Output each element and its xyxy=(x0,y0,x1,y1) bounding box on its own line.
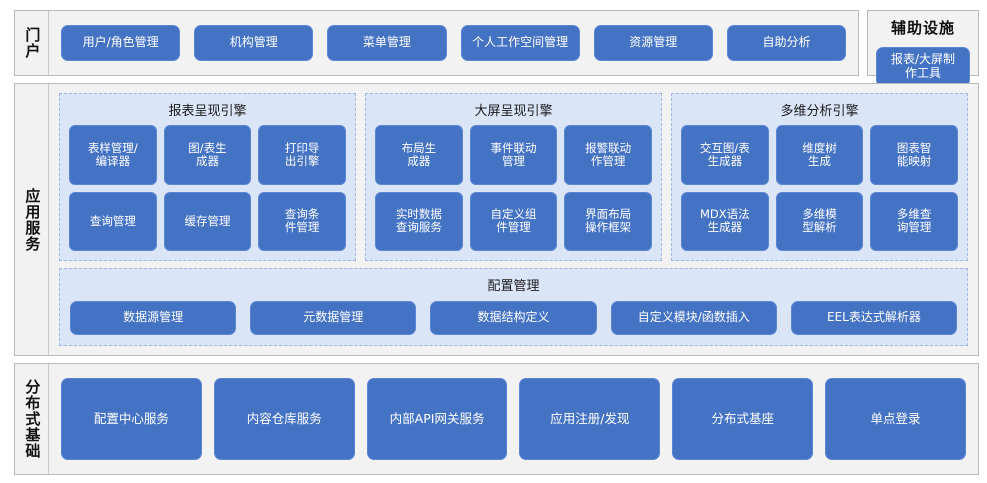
engines-row: 报表呈现引擎 表样管理/ 编译器 图/表生 成器 打印导 出引擎 查询管理 缓存… xyxy=(59,93,968,261)
engine-item-multidim-model-parser[interactable]: 多维模 型解析 xyxy=(775,191,864,251)
config-item-custom-module-function[interactable]: 自定义模块/函数插入 xyxy=(610,300,777,335)
multidim-analysis-engine-title: 多维分析引擎 xyxy=(780,104,859,119)
engine-item-mdx-syntax-generator[interactable]: MDX语法 生成器 xyxy=(681,191,769,251)
engine-item-interactive-chart-generator[interactable]: 交互图/表 生成器 xyxy=(681,125,769,185)
aux-panel: 辅助设施 报表/大屏制 作工具 工作流引擎 定时任务调度 运行日志 权限管理 消… xyxy=(867,10,979,272)
dist-item-config-center-service[interactable]: 配置中心服务 xyxy=(61,378,202,460)
distributed-foundation-items: 配置中心服务 内容仓库服务 内部API网关服务 应用注册/发现 分布式基座 单点… xyxy=(49,364,978,474)
application-service-band: 应用服务 报表呈现引擎 表样管理/ 编译器 图/表生 成器 打印导 出引擎 查询… xyxy=(14,83,979,356)
application-service-band-label: 应用服务 xyxy=(15,84,49,355)
multidim-analysis-engine-grid: 交互图/表 生成器 维度树 生成 图表智 能映射 MDX语法 生成器 多维模 型… xyxy=(681,125,958,251)
config-management-title: 配置管理 xyxy=(487,279,540,294)
report-render-engine-grid: 表样管理/ 编译器 图/表生 成器 打印导 出引擎 查询管理 缓存管理 查询条 … xyxy=(69,125,346,251)
config-item-data-structure-definition[interactable]: 数据结构定义 xyxy=(430,300,597,335)
application-service-body: 报表呈现引擎 表样管理/ 编译器 图/表生 成器 打印导 出引擎 查询管理 缓存… xyxy=(49,84,978,355)
engine-item-layout-generator[interactable]: 布局生 成器 xyxy=(375,125,463,185)
engine-item-multidim-query-manager[interactable]: 多维查 询管理 xyxy=(870,191,958,251)
portal-item-workspace[interactable]: 个人工作空间管理 xyxy=(460,25,580,61)
config-management-panel: 配置管理 数据源管理 元数据管理 数据结构定义 自定义模块/函数插入 EEL表达… xyxy=(59,268,968,346)
portal-items: 用户/角色管理 机构管理 菜单管理 个人工作空间管理 资源管理 自助分析 xyxy=(49,11,858,75)
engine-item-template-manager[interactable]: 表样管理/ 编译器 xyxy=(69,125,157,185)
engine-item-cache-manager[interactable]: 缓存管理 xyxy=(163,191,252,251)
dist-item-single-sign-on[interactable]: 单点登录 xyxy=(825,378,966,460)
distributed-foundation-band: 分布式基础 配置中心服务 内容仓库服务 内部API网关服务 应用注册/发现 分布… xyxy=(14,363,979,475)
multidim-analysis-engine-panel: 多维分析引擎 交互图/表 生成器 维度树 生成 图表智 能映射 MDX语法 生成… xyxy=(671,93,968,261)
distributed-foundation-band-label: 分布式基础 xyxy=(15,364,49,474)
engine-item-query-manager[interactable]: 查询管理 xyxy=(69,191,157,251)
engine-item-alarm-action-manager[interactable]: 报警联动 作管理 xyxy=(564,125,652,185)
bigscreen-render-engine-title: 大屏呈现引擎 xyxy=(474,104,553,119)
bigscreen-render-engine-panel: 大屏呈现引擎 布局生 成器 事件联动 管理 报警联动 作管理 实时数据 查询服务… xyxy=(365,93,662,261)
dist-item-internal-api-gateway[interactable]: 内部API网关服务 xyxy=(366,378,508,460)
report-render-engine-title: 报表呈现引擎 xyxy=(168,104,247,119)
portal-item-self-analysis[interactable]: 自助分析 xyxy=(726,25,847,61)
dist-item-app-register-discovery[interactable]: 应用注册/发现 xyxy=(519,378,661,460)
engine-item-chart-smart-mapping[interactable]: 图表智 能映射 xyxy=(870,125,958,185)
engine-item-dimension-tree-generator[interactable]: 维度树 生成 xyxy=(775,125,864,185)
portal-item-resource[interactable]: 资源管理 xyxy=(593,25,713,61)
engine-item-event-linkage-manager[interactable]: 事件联动 管理 xyxy=(469,125,558,185)
config-item-metadata-manager[interactable]: 元数据管理 xyxy=(250,300,417,335)
aux-panel-title: 辅助设施 xyxy=(890,19,955,37)
config-item-eel-expression-parser[interactable]: EEL表达式解析器 xyxy=(790,300,958,335)
portal-band: 门户 用户/角色管理 机构管理 菜单管理 个人工作空间管理 资源管理 自助分析 xyxy=(14,10,859,76)
engine-item-query-condition-manager[interactable]: 查询条 件管理 xyxy=(258,191,346,251)
engine-item-ui-layout-framework[interactable]: 界面布局 操作框架 xyxy=(564,191,652,251)
top-row: 门户 用户/角色管理 机构管理 菜单管理 个人工作空间管理 资源管理 自助分析 … xyxy=(14,10,979,272)
engine-item-custom-component-manager[interactable]: 自定义组 件管理 xyxy=(469,191,558,251)
dist-item-distributed-base[interactable]: 分布式基座 xyxy=(672,378,814,460)
engine-item-realtime-query-service[interactable]: 实时数据 查询服务 xyxy=(375,191,463,251)
dist-item-content-repo-service[interactable]: 内容仓库服务 xyxy=(213,378,355,460)
engine-item-chart-table-generator[interactable]: 图/表生 成器 xyxy=(163,125,252,185)
config-management-items: 数据源管理 元数据管理 数据结构定义 自定义模块/函数插入 EEL表达式解析器 xyxy=(70,300,958,335)
config-item-datasource-manager[interactable]: 数据源管理 xyxy=(70,300,237,335)
report-render-engine-panel: 报表呈现引擎 表样管理/ 编译器 图/表生 成器 打印导 出引擎 查询管理 缓存… xyxy=(59,93,356,261)
portal-band-label: 门户 xyxy=(15,11,49,75)
bigscreen-render-engine-grid: 布局生 成器 事件联动 管理 报警联动 作管理 实时数据 查询服务 自定义组 件… xyxy=(375,125,652,251)
middle-row: 应用服务 报表呈现引擎 表样管理/ 编译器 图/表生 成器 打印导 出引擎 查询… xyxy=(14,83,979,356)
portal-item-user-role[interactable]: 用户/角色管理 xyxy=(61,25,181,61)
portal-item-org[interactable]: 机构管理 xyxy=(194,25,314,61)
aux-item-report-screen-tool[interactable]: 报表/大屏制 作工具 xyxy=(876,47,970,87)
portal-item-menu[interactable]: 菜单管理 xyxy=(327,25,447,61)
engine-item-print-export-engine[interactable]: 打印导 出引擎 xyxy=(258,125,346,185)
